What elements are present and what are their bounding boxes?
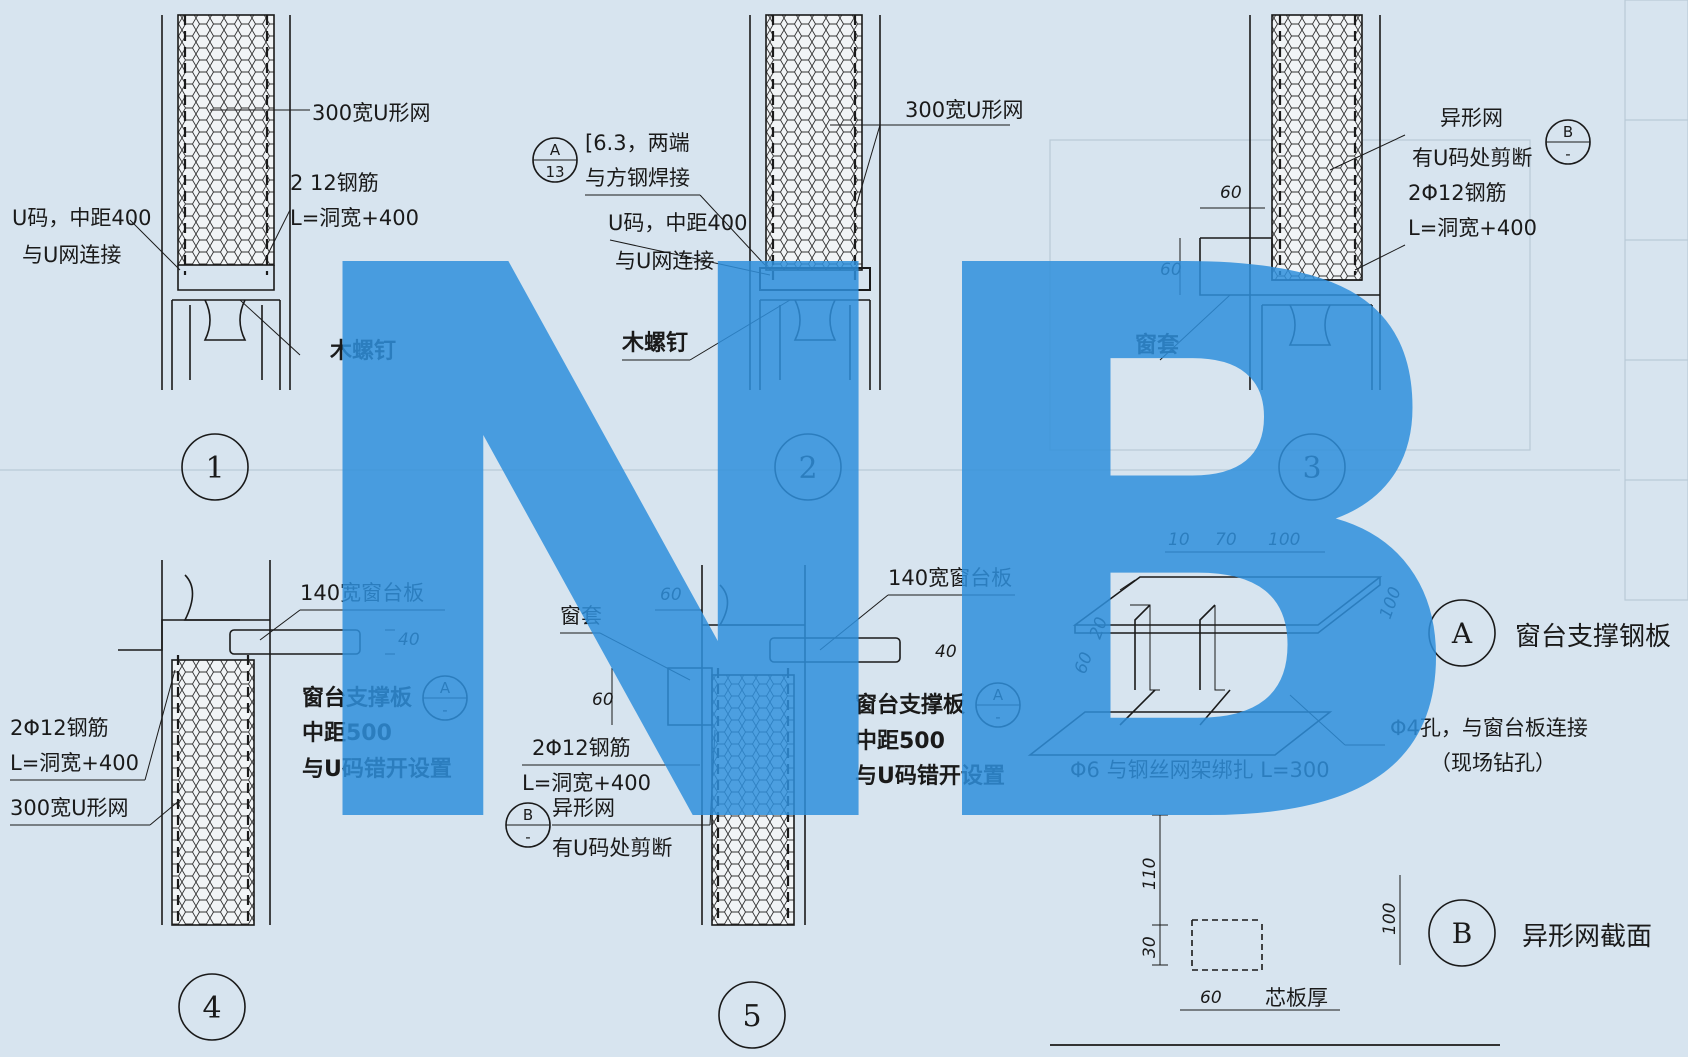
- detail-1-number: 1: [205, 451, 224, 486]
- d5-ref-dash: -: [995, 708, 1000, 726]
- d1-ucode-label-1: U码，中距400: [12, 206, 151, 230]
- db-dim-110: 110: [1140, 858, 1160, 890]
- detail-4-marker: [178, 973, 246, 1041]
- detail-1: 300宽U形网 2 12钢筋 L=洞宽+400 U码，中距400 与U网连接 木…: [12, 14, 430, 501]
- detail-1-marker: [181, 433, 249, 501]
- detail-4-number: 4: [202, 991, 221, 1026]
- da-dim-1: 10: [1168, 530, 1190, 550]
- d3-ref-dash: -: [1565, 145, 1570, 163]
- d2-ucode-label-2: 与U网连接: [615, 249, 714, 273]
- d1-ucode-label-2: 与U网连接: [22, 243, 121, 267]
- d5-spacing-label: 中距500: [855, 729, 945, 754]
- watermark-text: NB: [270, 111, 1450, 995]
- core-panel: [177, 14, 275, 266]
- detail-b-caption: 异形网截面: [1522, 922, 1652, 952]
- core-panel: [1271, 14, 1363, 281]
- d2-ref-13: 13: [545, 163, 564, 181]
- detail-a-letter: A: [1451, 617, 1473, 650]
- detail-3: 60 60 异形网 有U码处剪断 B - 2Φ12钢筋 L=洞宽+400 窗套 …: [1135, 14, 1591, 501]
- detail-2: A 13 [6.3，两端 与方钢焊接 300宽U形网 U码，中距400 与U网连…: [532, 14, 1023, 501]
- d4-support-label: 窗台支撑板: [302, 685, 413, 711]
- detail-5: 60 窗套 60 140宽窗台板 40 窗台支撑板 A - 中距500 与U码错…: [505, 565, 1021, 1049]
- d1-rebar-label-2: L=洞宽+400: [290, 206, 419, 230]
- d4-dim-40: 40: [398, 630, 420, 650]
- detail-3-marker: [1278, 433, 1346, 501]
- core-panel: [765, 14, 863, 271]
- d4-u-mesh-label: 300宽U形网: [10, 796, 128, 820]
- d1-u-mesh-label: 300宽U形网: [312, 101, 430, 125]
- d4-ref-a: A: [440, 679, 451, 697]
- nb-watermark: NB: [270, 111, 1490, 995]
- da-hole-label-2: （现场钻孔）: [1430, 751, 1556, 775]
- d5-sill-label: 140宽窗台板: [888, 566, 1012, 590]
- d4-sill-label: 140宽窗台板: [300, 581, 424, 605]
- d5-dim-40: 40: [935, 642, 957, 662]
- detail-b-marker: [1428, 899, 1496, 967]
- db-dim-30: 30: [1140, 936, 1160, 958]
- d5-casing-label: 窗套: [560, 604, 602, 628]
- db-dim-100: 100: [1380, 903, 1400, 935]
- db-core-label: 芯板厚: [1265, 986, 1328, 1010]
- detail-2-number: 2: [798, 451, 817, 486]
- d4-rebar-label-1: 2Φ12钢筋: [10, 716, 109, 740]
- d2-ref-a: A: [550, 141, 561, 159]
- detail-b-letter: B: [1452, 917, 1473, 950]
- detail-5-marker: [718, 981, 786, 1049]
- d5-cut-label: 有U码处剪断: [552, 836, 672, 860]
- d2-channel-label-1: [6.3，两端: [585, 131, 690, 155]
- d5-rebar-label-1: 2Φ12钢筋: [532, 736, 631, 760]
- db-dim-60: 60: [1200, 988, 1222, 1008]
- d5-dim-60-h: 60: [660, 585, 682, 605]
- core-panel: [711, 674, 795, 926]
- d1-screw-label: 木螺钉: [329, 338, 396, 364]
- d1-rebar-label-1: 2 12钢筋: [290, 171, 379, 195]
- d3-dim-60-h: 60: [1220, 183, 1242, 203]
- detail-a-support-plate: 10 70 100 100 20 60 Φ6 与钢丝网架绑扎 L=300 Φ4孔…: [1027, 530, 1671, 782]
- d5-ref-dash-b: -: [525, 828, 530, 846]
- detail-a-caption: 窗台支撑钢板: [1515, 622, 1671, 652]
- d4-rebar-label-2: L=洞宽+400: [10, 751, 139, 775]
- d5-rebar-label-2: L=洞宽+400: [522, 771, 651, 795]
- core-panel: [171, 659, 255, 926]
- d5-ref-b: B: [523, 806, 533, 824]
- d3-cut-label: 有U码处剪断: [1412, 146, 1532, 170]
- detail-a-marker: [1428, 599, 1496, 667]
- d2-screw-label: 木螺钉: [621, 330, 688, 356]
- d4-spacing-label: 中距500: [302, 721, 392, 746]
- d3-ref-b: B: [1563, 123, 1573, 141]
- d3-rebar-label-2: L=洞宽+400: [1408, 216, 1537, 240]
- d4-stagger-label: 与U码错开设置: [302, 756, 452, 782]
- d3-dim-60-v: 60: [1160, 260, 1182, 280]
- detail-4: 40 140宽窗台板 窗台支撑板 A - 中距500 与U码错开设置 2Φ12钢…: [10, 560, 468, 1041]
- da-dim-3: 100: [1268, 530, 1300, 550]
- d2-ucode-label-1: U码，中距400: [608, 211, 747, 235]
- d3-rebar-label-1: 2Φ12钢筋: [1408, 181, 1507, 205]
- d5-stagger-label: 与U码错开设置: [855, 763, 1005, 789]
- d3-odd-mesh-label: 异形网: [1440, 106, 1503, 130]
- d2-u-mesh-label: 300宽U形网: [905, 98, 1023, 122]
- detail-2-marker: [774, 433, 842, 501]
- d3-casing-label: 窗套: [1135, 332, 1179, 358]
- da-hole-label-1: Φ4孔，与窗台板连接: [1390, 716, 1588, 740]
- detail-3-number: 3: [1302, 451, 1321, 486]
- d4-ref-dash: -: [442, 701, 447, 719]
- d5-dim-60-v: 60: [592, 690, 614, 710]
- d2-channel-label-2: 与方钢焊接: [585, 166, 690, 190]
- d5-odd-mesh-label: 异形网: [552, 796, 615, 820]
- da-dim-2: 70: [1215, 530, 1237, 550]
- d5-ref-a: A: [993, 686, 1004, 704]
- d5-support-label: 窗台支撑板: [855, 692, 966, 718]
- da-bar-label: Φ6 与钢丝网架绑扎 L=300: [1070, 758, 1330, 782]
- detail-b-mesh-section: 110 30 100 60 芯板厚 B 异形网截面: [1140, 814, 1652, 1011]
- detail-5-number: 5: [742, 999, 761, 1034]
